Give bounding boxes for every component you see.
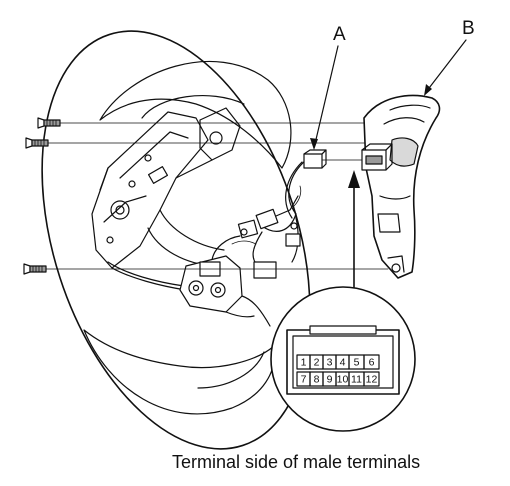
callout-a: A [310,24,346,150]
pin-label: 1 [301,357,307,369]
pin-label: 6 [369,357,375,369]
harness-connector-a [303,149,327,169]
screw-icon [23,263,47,275]
pin-label: 12 [366,374,378,386]
pin-label: 8 [314,374,320,386]
pin-label: 5 [354,357,360,369]
pin-label: 3 [327,357,333,369]
pin-label: 11 [351,374,362,386]
callout-b-label: B [462,18,475,39]
pin-row-top: 1 2 3 4 5 6 [296,354,380,370]
pin-label: 4 [340,357,346,369]
pin-label: 10 [337,374,349,386]
screw-icon [37,117,61,129]
pin-label: 9 [327,374,333,386]
pin-label: 2 [314,357,320,369]
wiring-harness [107,159,307,291]
spoke-frame [91,107,241,269]
callout-b: B [424,18,475,96]
callout-a-label: A [333,24,346,45]
pin-label: 7 [301,374,307,386]
arrow-up-icon [348,170,360,188]
mounting-screws [23,117,61,275]
pin-row-bottom: 7 8 9 10 11 12 [296,371,380,387]
switch-connector [361,143,393,171]
arrow-head-icon [424,84,432,96]
caption-text: Terminal side of male terminals [172,452,421,472]
arrow-head-icon [310,138,318,150]
connector-detail: 1 2 3 4 5 6 7 8 9 10 11 12 [270,286,416,432]
steering-switch-assembly [363,94,441,279]
screw-icon [25,137,49,149]
